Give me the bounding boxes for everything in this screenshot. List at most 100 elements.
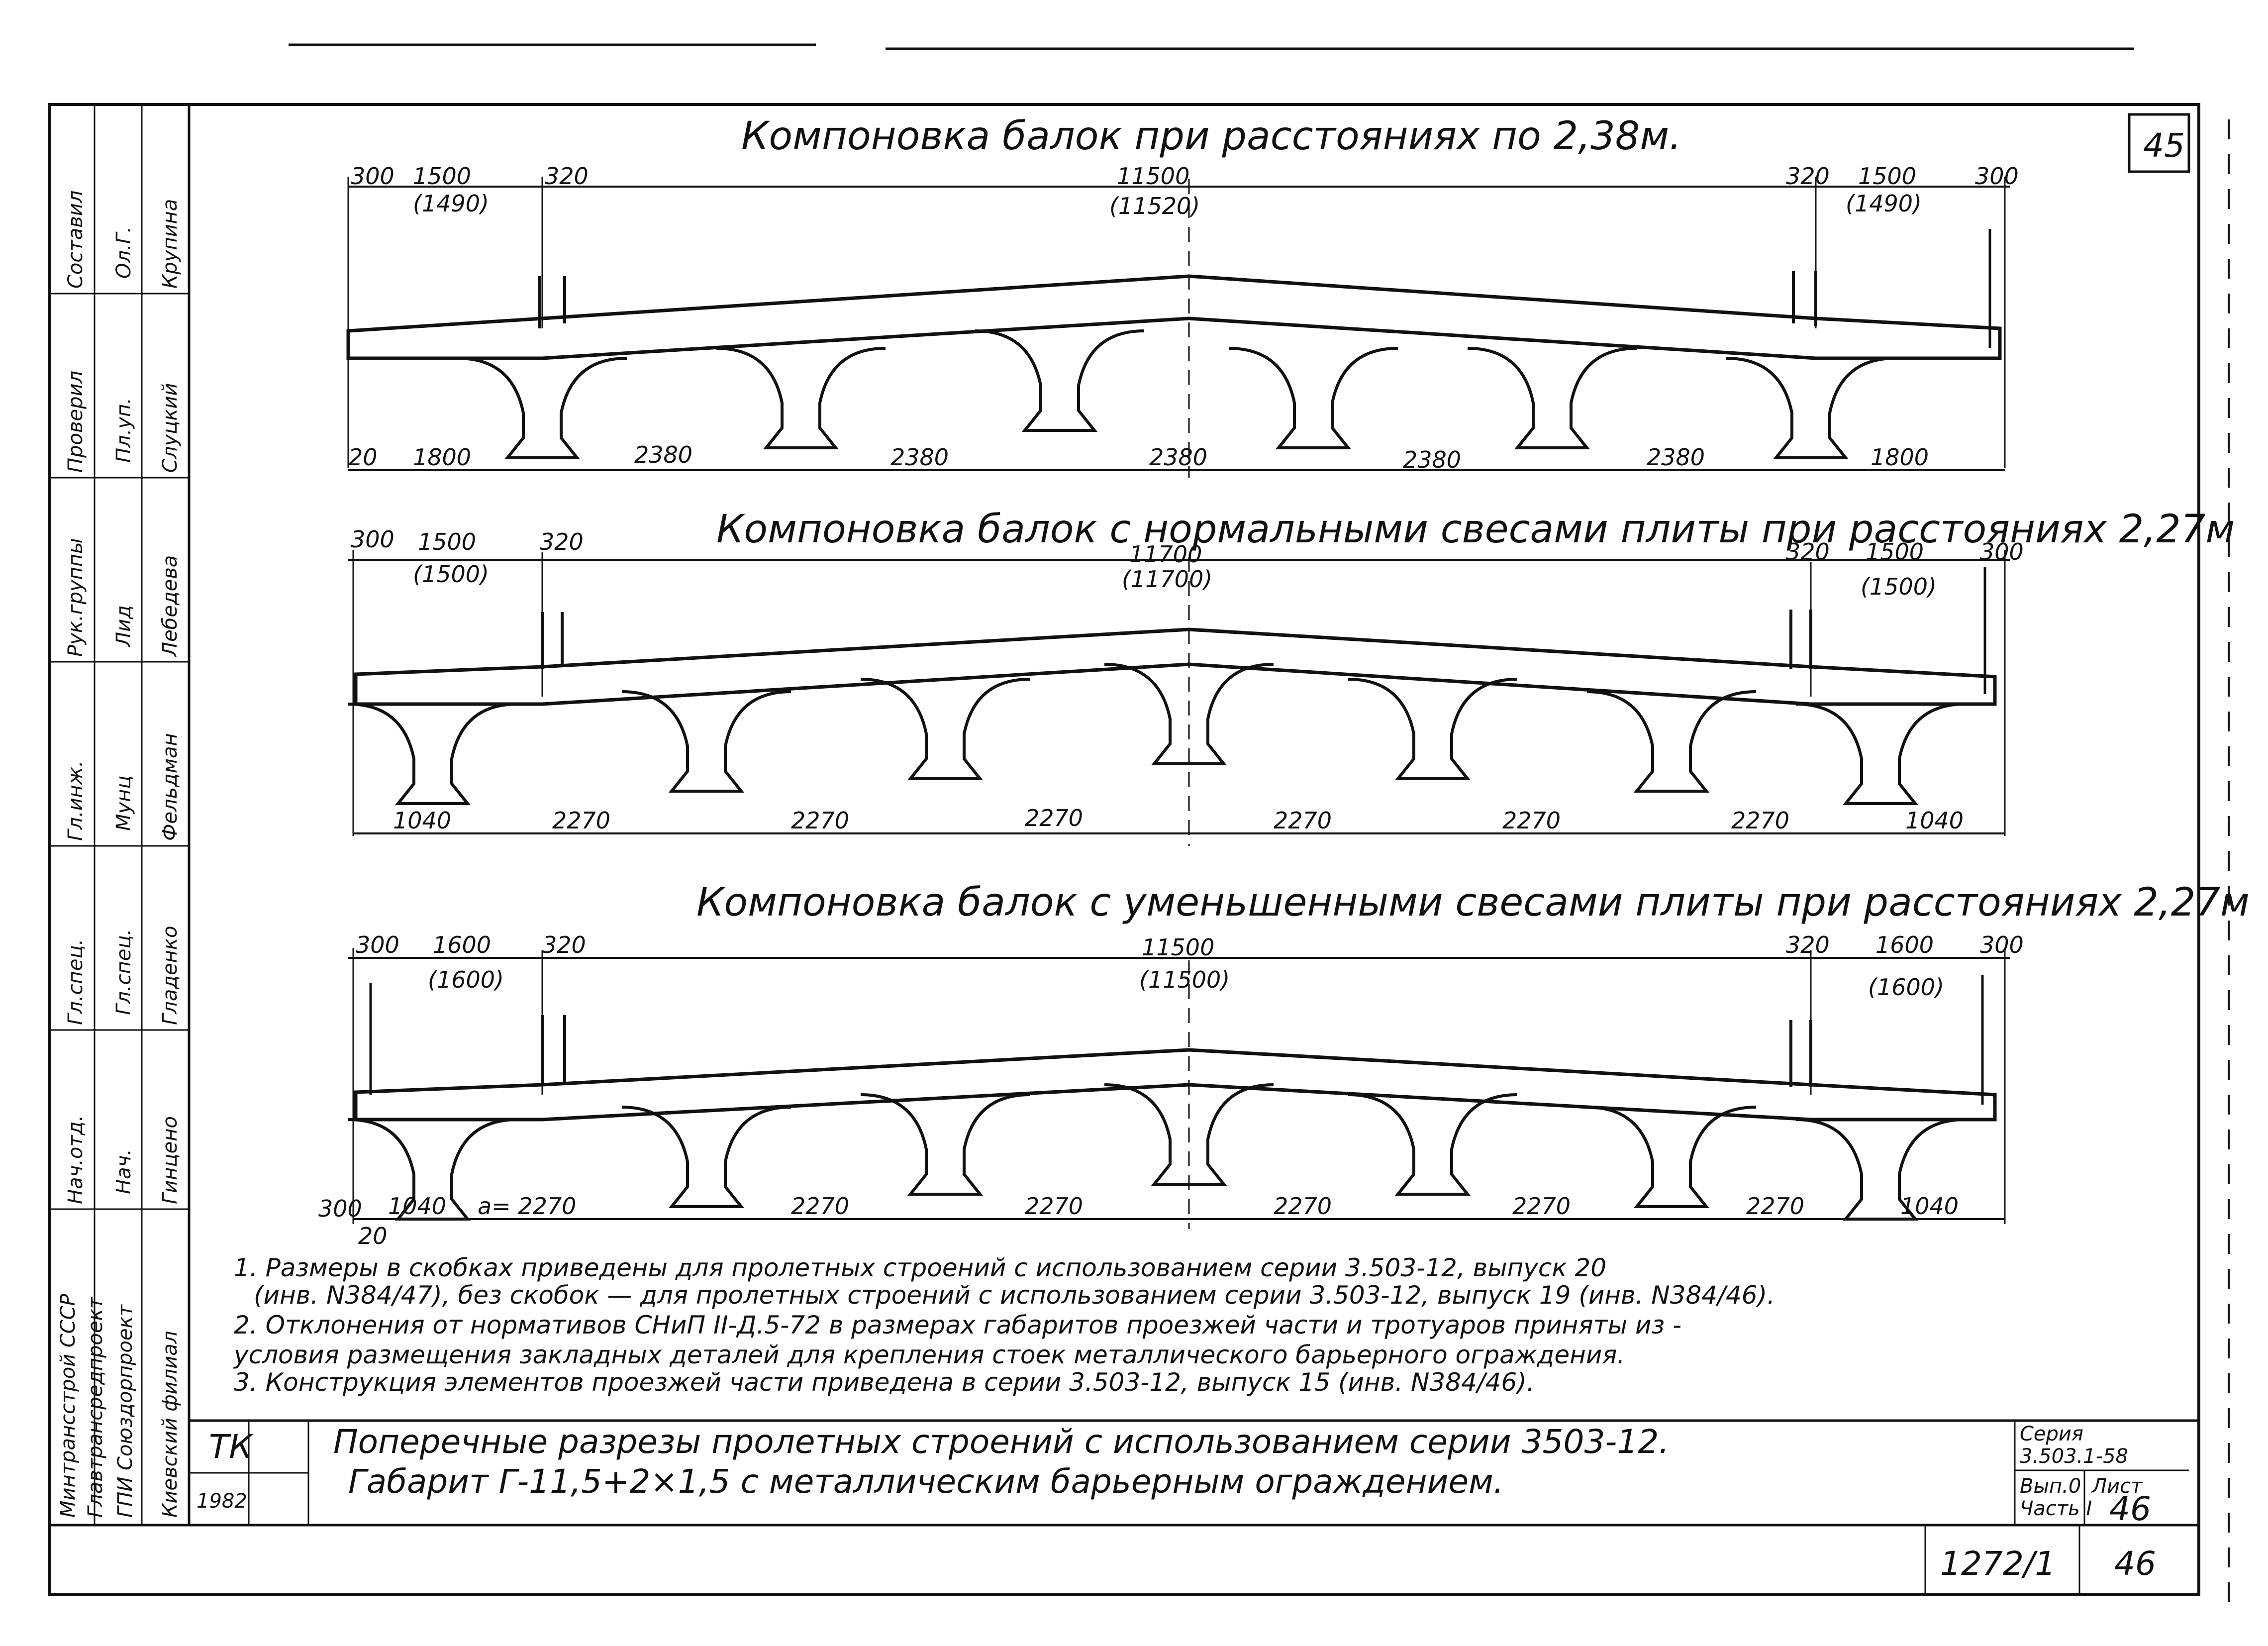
s3-dim-bot-3: 2270	[1025, 1193, 1083, 1220]
s1-dim-bot-7: 1800	[1871, 444, 1929, 471]
sig-name-2: Лебедева	[159, 555, 182, 658]
section-2: Компоновка балок с нормальными свесами п…	[348, 507, 2235, 846]
s3-dim-bot-0: 1040	[388, 1193, 446, 1220]
issue-label: Вып.0	[2020, 1475, 2081, 1498]
note-line-4: 3. Конструкция элементов проезжей части …	[234, 1368, 1535, 1397]
s1-dim-bot-6: 2380	[1647, 444, 1705, 471]
org-line-2: ГПИ Союздорпроект	[114, 1304, 137, 1518]
sig-role-4: Гл.спец.	[64, 939, 87, 1025]
s3-girder-1	[621, 1106, 791, 1208]
year-cell: 1982	[197, 1490, 247, 1513]
s3-dim-bot-5: 2270	[1512, 1193, 1571, 1220]
note-line-3: условия размещения закладных деталей для…	[233, 1340, 1625, 1369]
s1-dim-bot-4: 2380	[1149, 444, 1207, 471]
doc-number: 1272/1	[1940, 1544, 2056, 1583]
sig-name-4: Гладенко	[159, 926, 182, 1025]
series-value: 3.503.1-58	[2020, 1445, 2128, 1468]
s2-girder-4	[1348, 678, 1518, 780]
s1-dim-bot-0: 20	[348, 444, 378, 471]
sig-sign-1: Пл.уп.	[112, 398, 135, 463]
sig-role-0: Составил	[64, 191, 87, 289]
s3-dim-top-6: 320	[1786, 931, 1830, 958]
s3-dim-top-9: 300	[1980, 931, 2024, 958]
s3-dim-bot-1: a= 2270	[478, 1193, 576, 1220]
s1-dim-top-7: 1500	[1858, 163, 1916, 190]
s1-girder-2	[975, 329, 1145, 432]
s2-dim-top-1: 1500	[418, 528, 476, 555]
s1-dim-bot-5: 2380	[1403, 446, 1461, 473]
sig-name-3: Фельдман	[159, 733, 182, 841]
s3-girder-3	[1104, 1083, 1274, 1186]
sig-sign-2: Лид	[112, 605, 135, 648]
s3-side-dim-0: 300	[318, 1195, 362, 1222]
s1-dim-top-8: (1490)	[1846, 190, 1922, 217]
s1-dim-top-5: (11520)	[1109, 193, 1200, 219]
s2-dim-top-5: (11700)	[1122, 566, 1212, 593]
s2-dim-bot-4: 2270	[1274, 807, 1332, 834]
s2-dim-top-3: 320	[540, 528, 584, 555]
sheet-value: 46	[2109, 1490, 2151, 1528]
org-line-3: Киевский филиал	[159, 1331, 182, 1518]
s3-girder-4	[1348, 1093, 1518, 1196]
s2-dim-bot-0: 1040	[393, 807, 451, 834]
title-line-1: Поперечные разрезы пролетных строений с …	[333, 1423, 1669, 1461]
sig-role-1: Проверил	[64, 371, 87, 473]
title-line-2: Габарит Г-11,5+2×1,5 с металлическим бар…	[348, 1462, 1504, 1501]
sig-sign-5: Нач.	[112, 1149, 135, 1194]
s1-dim-top-2: (1490)	[413, 190, 489, 217]
s3-dim-bot-7: 1040	[1900, 1193, 1959, 1220]
section-3-title: Компоновка балок с уменьшенными свесами …	[696, 880, 2250, 925]
sig-name-5: Гинцено	[159, 1116, 182, 1204]
note-line-0: 1. Размеры в скобках приведены для проле…	[234, 1253, 1606, 1282]
sig-role-2: Рук.группы	[64, 538, 87, 657]
s2-dim-top-9: 300	[1980, 538, 2024, 565]
section-2-title: Компоновка балок с нормальными свесами п…	[716, 507, 2235, 552]
s2-dim-bot-7: 1040	[1905, 807, 1964, 834]
s1-girder-1	[716, 347, 886, 449]
s2-dim-top-4: 11700	[1129, 541, 1202, 568]
sig-sign-0: Ол.Г.	[112, 226, 135, 279]
s2-dim-bot-1: 2270	[552, 807, 610, 834]
s3-dim-top-3: 320	[542, 931, 586, 958]
s1-dim-bot-3: 2380	[890, 444, 949, 471]
s3-dim-bot-2: 2270	[791, 1193, 849, 1220]
code-cell: ТК	[209, 1428, 254, 1466]
s1-girder-5	[1726, 357, 1896, 459]
s3-dim-top-5: (11500)	[1139, 966, 1230, 993]
notes: 1. Размеры в скобках приведены для проле…	[233, 1253, 1775, 1397]
s1-dim-bot-1: 1800	[413, 444, 471, 471]
s1-girder-3	[1228, 347, 1398, 449]
s1-dim-top-9: 300	[1975, 163, 2019, 190]
s2-girder-3	[1104, 663, 1274, 765]
s1-dim-top-6: 320	[1786, 163, 1830, 190]
s1-dim-top-0: 300	[351, 163, 394, 190]
s2-girder-1	[621, 690, 791, 793]
s3-side-dim-1: 20	[358, 1223, 388, 1249]
s2-dim-top-8: (1500)	[1861, 573, 1937, 600]
signature-column: Составил Ол.Г. Крупина Проверил Пл.уп. С…	[50, 104, 189, 1525]
sig-role-5: Нач.отд.	[64, 1115, 87, 1204]
title-block: ТК 1982 Поперечные разрезы пролетных стр…	[189, 1421, 2189, 1528]
s2-dim-bot-3: 2270	[1025, 805, 1083, 831]
sheet-frame	[48, 103, 2200, 1596]
s2-dim-top-0: 300	[351, 526, 394, 553]
section-3: Компоновка балок с уменьшенными свесами …	[318, 880, 2250, 1249]
note-line-1: (инв. N384/47), без скобок — для пролетн…	[254, 1281, 1775, 1310]
s1-dim-top-1: 1500	[413, 163, 471, 190]
s2-girder-6	[1795, 703, 1966, 805]
s1-dim-top-4: 11500	[1117, 163, 1189, 190]
s2-dim-top-2: (1500)	[413, 561, 489, 588]
sheet-label: Лист	[2091, 1475, 2143, 1498]
s3-dim-bot-6: 2270	[1746, 1193, 1804, 1220]
note-line-2: 2. Отклонения от нормативов СНиП II-Д.5-…	[234, 1311, 1681, 1339]
s1-deck-slab	[346, 274, 2002, 360]
s1-dim-bot-2: 2380	[634, 441, 692, 468]
org-line-0: Минтрансстрой СССР	[57, 1293, 80, 1518]
s3-girder-5	[1586, 1106, 1757, 1208]
s1-girders	[457, 329, 1896, 459]
part-label: Часть I	[2020, 1497, 2092, 1520]
sig-role-3: Гл.инж.	[64, 761, 87, 841]
s3-dim-top-1: 1600	[433, 931, 491, 958]
s1-dim-top-3: 320	[545, 163, 589, 190]
